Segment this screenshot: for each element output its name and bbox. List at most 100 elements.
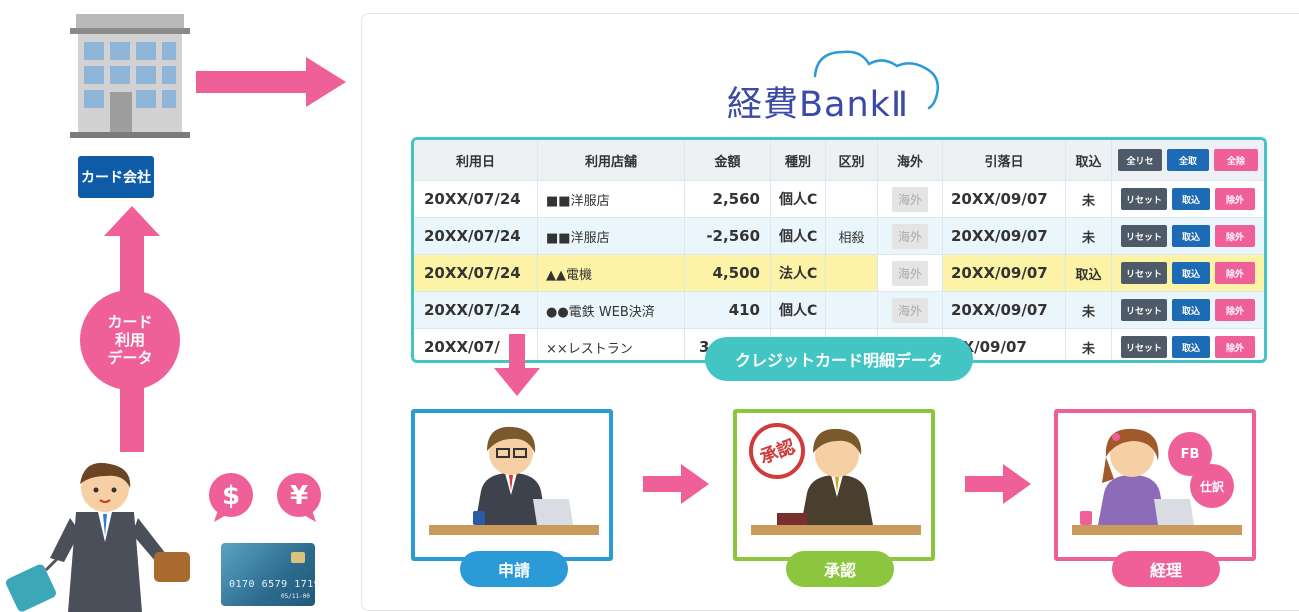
take-button[interactable]: 取込 [1172,336,1210,358]
header-division: 区別 [826,140,878,180]
reset-button[interactable]: リセット [1121,336,1167,358]
reset-button[interactable]: リセット [1121,188,1167,210]
cell-amount: 410 [685,292,771,328]
yen-bubble-icon: ¥ [277,473,321,522]
cell-take: 取込 [1066,255,1112,291]
cell-withdraw-date: 20XX/09/07 [943,181,1066,217]
card-number: 0170 6579 1719 [229,579,321,590]
reset-button[interactable]: リセット [1121,262,1167,284]
table-row: 20XX/07/24 ●●電鉄 WEB決済 410 個人C 海外 20XX/09… [414,292,1264,329]
approval-stamp-text: 承認 [757,435,798,468]
cell-take: 未 [1066,218,1112,254]
keihi-bank-logo: 経費BankⅡ [725,42,949,125]
card-company-building-icon [70,14,190,138]
cell-overseas: 海外 [878,181,943,217]
exclude-button[interactable]: 除外 [1215,299,1255,321]
cell-date: 20XX/07/24 [414,218,538,254]
card-chip-icon [291,552,305,563]
cell-kind: 個人C [771,181,826,217]
row-actions: リセット 取込 除外 [1112,218,1264,254]
reset-button[interactable]: リセット [1121,299,1167,321]
header-withdraw-date: 引落日 [943,140,1066,180]
card-data-line: データ [107,349,153,367]
cell-shop: ■■洋服店 [538,218,685,254]
reset-button[interactable]: リセット [1121,225,1167,247]
row-actions: リセット 取込 除外 [1112,329,1264,360]
exclude-button[interactable]: 除外 [1215,262,1255,284]
approver-with-stamp-icon: 承認 [749,423,921,535]
statement-data-caption: クレジットカード明細データ [705,337,973,381]
arrow-right-icon [965,464,1031,504]
logo-text: 経費BankⅡ [727,85,910,125]
approve-step-box: 承認 [733,409,935,561]
cell-overseas: 海外 [878,292,943,328]
approve-step-label: 承認 [786,551,894,587]
credit-card-statement-table: 利用日 利用店舗 金額 種別 区別 海外 引落日 取込 全リセ 全取 全除 20… [411,137,1267,363]
row-actions: リセット 取込 除外 [1112,181,1264,217]
overseas-toggle[interactable]: 海外 [891,186,928,212]
arrow-right-icon [196,57,346,107]
cell-date: 20XX/07/24 [414,181,538,217]
cloud-outline-icon [813,50,939,110]
overseas-toggle[interactable]: 海外 [891,223,928,249]
take-button[interactable]: 取込 [1172,225,1210,247]
header-take: 取込 [1066,140,1112,180]
apply-step-box [411,409,613,561]
cell-take: 未 [1066,292,1112,328]
cell-kind: 個人C [771,218,826,254]
table-row: 20XX/07/24 ■■洋服店 -2,560 個人C 相殺 海外 20XX/0… [414,218,1264,255]
exclude-button[interactable]: 除外 [1215,225,1255,247]
cell-kind: 法人C [771,255,826,291]
row-actions: リセット 取込 除外 [1112,292,1264,328]
dollar-bubble-icon: $ [209,473,253,522]
header-kind: 種別 [771,140,826,180]
cell-withdraw-date: 20XX/09/07 [943,292,1066,328]
applicant-at-desk-icon [429,426,599,535]
cell-amount: 2,560 [685,181,771,217]
cell-amount: -2,560 [685,218,771,254]
cell-shop: ▲▲電機 [538,255,685,291]
card-usage-data-badge: カード 利用 データ [80,290,180,390]
apply-step-label: 申請 [460,551,568,587]
cell-overseas: 海外 [878,255,943,291]
journal-entry-bubble: 仕訳 [1190,464,1234,508]
take-all-button[interactable]: 全取 [1167,149,1209,171]
accounting-step-box [1054,409,1256,561]
cell-shop: ■■洋服店 [538,181,685,217]
card-expiry: 05/11-00 [281,593,310,600]
card-company-label: カード会社 [78,156,154,198]
cell-division [826,255,878,291]
cell-shop: ●●電鉄 WEB決済 [538,292,685,328]
accounting-step-label: 経理 [1112,551,1220,587]
take-button[interactable]: 取込 [1172,188,1210,210]
card-data-line: 利用 [114,331,145,349]
exclude-button[interactable]: 除外 [1215,188,1255,210]
take-button[interactable]: 取込 [1172,299,1210,321]
cell-withdraw-date: 20XX/09/07 [943,255,1066,291]
table-row: 20XX/07/ ××レストラン 3, XX/09/07 未 リセット 取込 除… [414,329,1264,360]
credit-card: 0170 6579 1719 05/11-00 [221,543,320,606]
cell-take: 未 [1066,329,1112,360]
exclude-all-button[interactable]: 全除 [1214,149,1258,171]
cell-withdraw-date: 20XX/09/07 [943,218,1066,254]
header-actions: 全リセ 全取 全除 [1112,140,1264,180]
take-button[interactable]: 取込 [1172,262,1210,284]
cell-date: 20XX/07/ [414,329,538,360]
cell-division: 相殺 [826,218,878,254]
table-row: 20XX/07/24 ■■洋服店 2,560 個人C 海外 20XX/09/07… [414,181,1264,218]
row-actions: リセット 取込 除外 [1112,255,1264,291]
exclude-button[interactable]: 除外 [1215,336,1255,358]
yen-symbol: ¥ [290,481,308,511]
overseas-toggle[interactable]: 海外 [891,260,928,286]
card-data-line: カード [107,313,153,331]
accountant-at-desk-icon [1072,428,1242,535]
cell-date: 20XX/07/24 [414,255,538,291]
overseas-toggle[interactable]: 海外 [891,297,928,323]
header-amount: 金額 [685,140,771,180]
reset-all-button[interactable]: 全リセ [1118,149,1162,171]
table-header-row: 利用日 利用店舗 金額 種別 区別 海外 引落日 取込 全リセ 全取 全除 [414,140,1264,181]
header-shop: 利用店舗 [538,140,685,180]
cell-kind: 個人C [771,292,826,328]
cell-amount: 4,500 [685,255,771,291]
cell-date: 20XX/07/24 [414,292,538,328]
